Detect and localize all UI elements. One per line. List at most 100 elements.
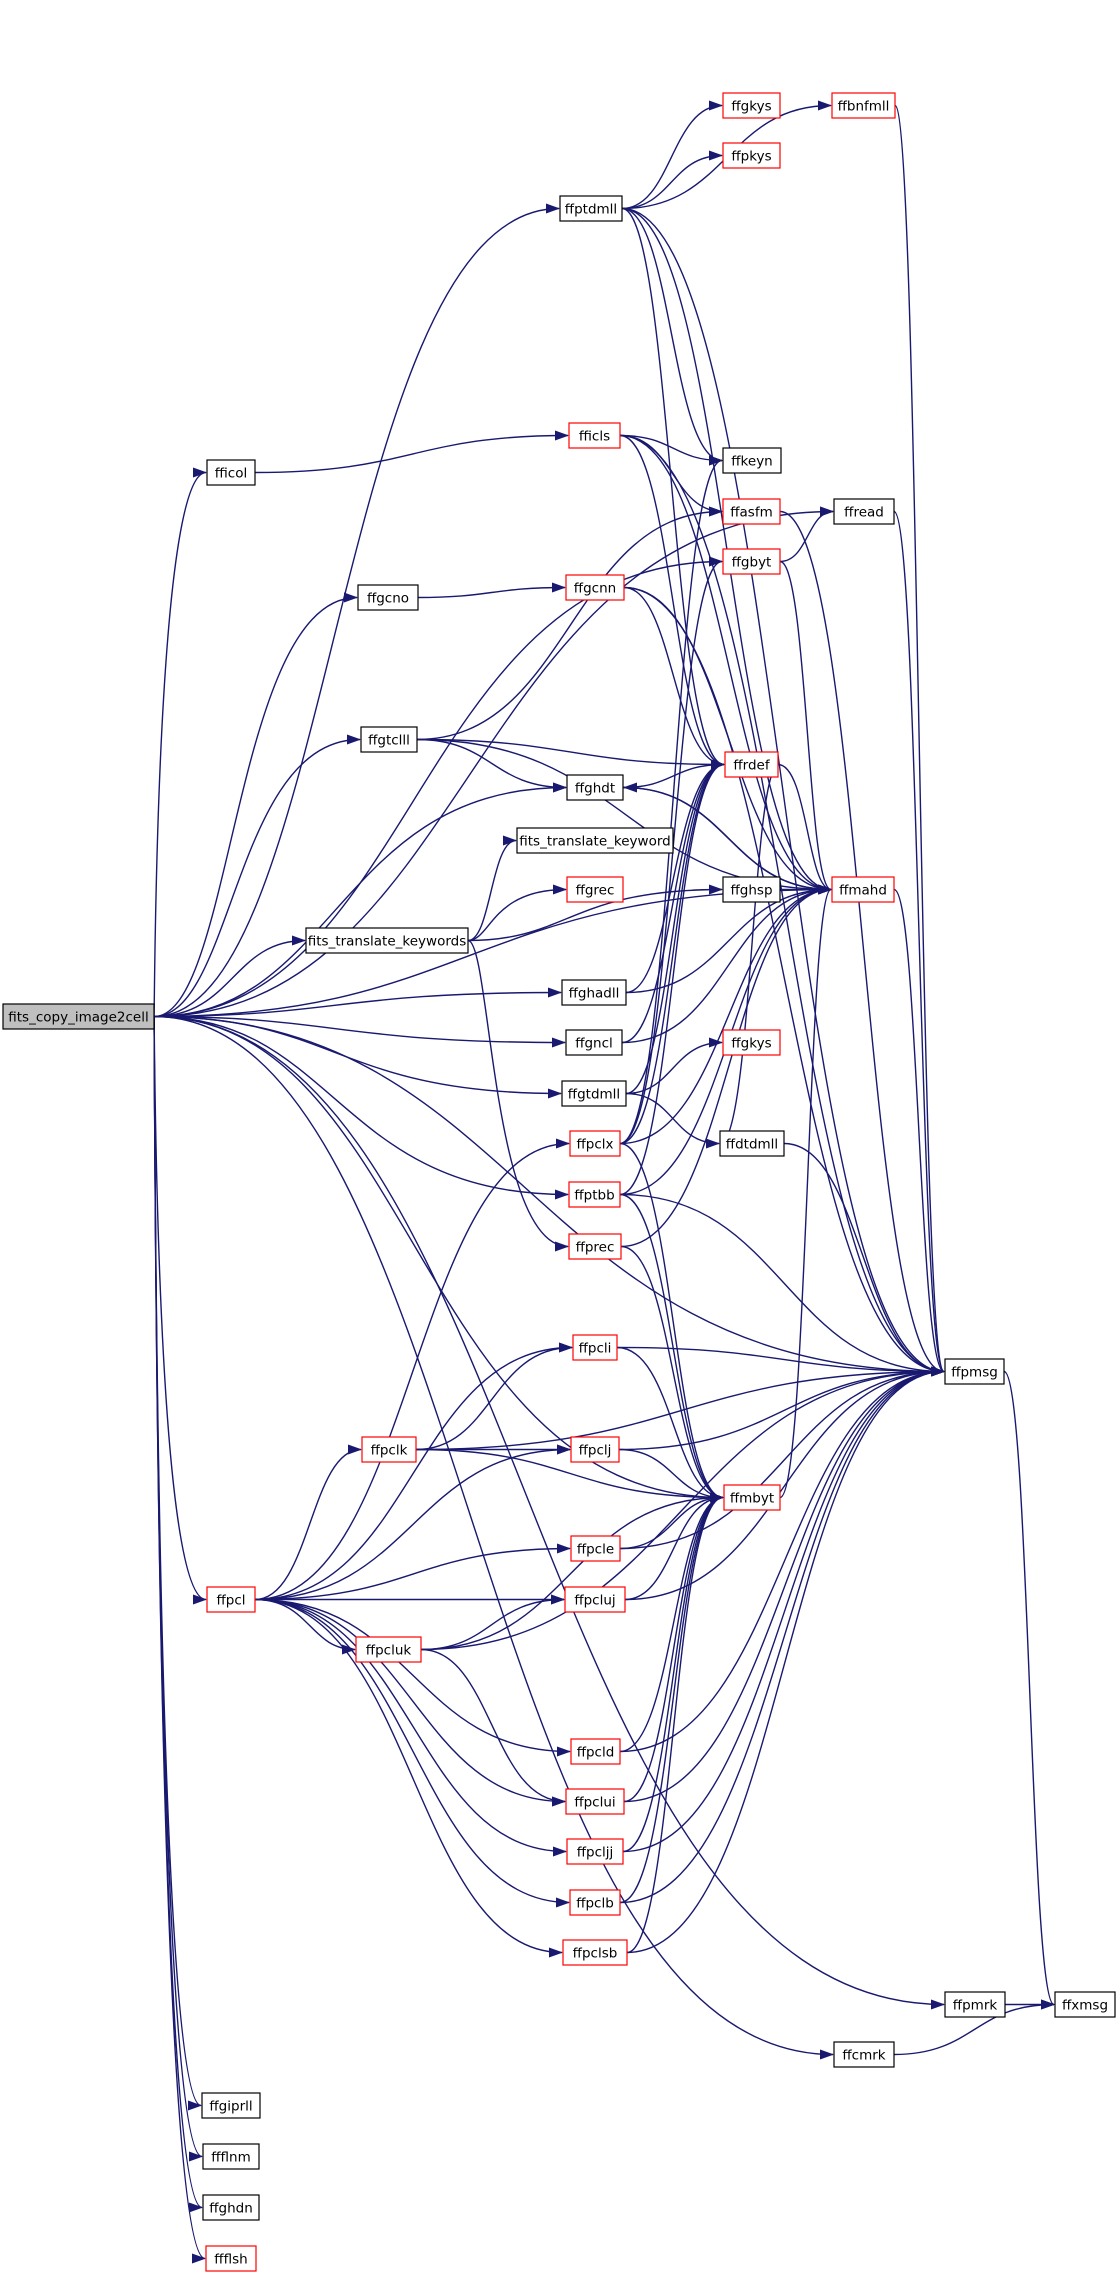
node-label: ffread <box>844 505 884 521</box>
edge-ffmahd-to-ffpmsg <box>893 888 945 1377</box>
edge-ffcmrk-to-ffxmsg <box>893 1999 1055 2056</box>
edge-fits_copy_image2cell-to-ffread <box>153 506 834 1018</box>
node-ffgcnn[interactable]: ffgcnn <box>565 574 625 601</box>
node-fficol[interactable]: fficol <box>206 459 256 486</box>
node-ffgcno[interactable]: ffgcno <box>357 584 419 611</box>
edge-ffpcl-to-ffpcle <box>254 1543 571 1601</box>
node-ffflnm[interactable]: ffflnm <box>202 2143 260 2170</box>
node-ffcmrk[interactable]: ffcmrk <box>833 2041 895 2068</box>
node-label: fits_copy_image2cell <box>8 1010 148 1026</box>
node-fits-translate-keywords[interactable]: fits_translate_keywords <box>305 927 469 954</box>
node-ffptbb[interactable]: ffptbb <box>568 1181 621 1208</box>
node-ffgncl[interactable]: ffgncl <box>565 1029 623 1056</box>
node-ffptdmll[interactable]: ffptdmll <box>559 195 623 222</box>
node-box <box>722 142 781 169</box>
node-box <box>570 1436 620 1463</box>
node-ffpcljj[interactable]: ffpcljj <box>566 1838 624 1865</box>
node-ffpcld[interactable]: ffpcld <box>570 1738 621 1765</box>
node-box <box>831 876 895 903</box>
node-label: ffptbb <box>574 1188 614 1204</box>
edge-fits_translate_keywords-to-ffprec <box>467 939 569 1252</box>
node-box <box>568 1233 622 1260</box>
node-box <box>205 2245 257 2272</box>
edge-ffmahd-to-ffghdt <box>623 782 833 891</box>
node-label: ffpclsb <box>573 1946 618 1962</box>
node-ffkeyn[interactable]: ffkeyn <box>722 447 782 474</box>
node-ffpclx[interactable]: ffpclx <box>569 1130 621 1157</box>
node-ffpclj[interactable]: ffpclj <box>570 1436 620 1463</box>
node-box <box>201 2092 261 2119</box>
node-label: ffpcle <box>577 1542 614 1558</box>
node-ffpclk[interactable]: ffpclk <box>361 1436 417 1463</box>
node-ffbnfmll[interactable]: ffbnfmll <box>831 92 896 119</box>
node-ffmahd[interactable]: ffmahd <box>831 876 895 903</box>
node-ffgrec[interactable]: ffgrec <box>566 876 624 903</box>
node-ffpclsb[interactable]: ffpclsb <box>562 1939 628 1966</box>
node-box <box>833 498 895 525</box>
node-box <box>562 1939 628 1966</box>
edge-ffpcl-to-ffpcli <box>254 1342 573 1601</box>
node-fits-copy-image2cell[interactable]: fits_copy_image2cell <box>2 1003 155 1030</box>
node-label: ffmbyt <box>730 1491 774 1507</box>
node-ffgbyt[interactable]: ffgbyt <box>722 548 781 575</box>
node-ffgtdmll[interactable]: ffgtdmll <box>561 1080 627 1107</box>
node-ffread[interactable]: ffread <box>833 498 895 525</box>
node-ffpcle[interactable]: ffpcle <box>570 1535 621 1562</box>
node-box <box>569 1130 621 1157</box>
node-label: ffpclj <box>579 1443 612 1459</box>
edge-ffgncl-to-ffmahd <box>621 884 832 1044</box>
node-box <box>357 584 419 611</box>
node-label: fficol <box>215 466 247 482</box>
node-ffdtdmll[interactable]: ffdtdmll <box>719 1130 785 1157</box>
node-box <box>724 751 779 778</box>
node-label: ffmahd <box>839 883 887 899</box>
edge-ffpcluj-to-ffmbyt <box>624 1492 724 1601</box>
node-label: ffflsh <box>214 2252 247 2268</box>
node-label: ffgcno <box>367 591 409 607</box>
node-ffpcl[interactable]: ffpcl <box>206 1586 256 1613</box>
node-label: ffgkys <box>731 99 771 115</box>
node-box <box>570 1535 621 1562</box>
node-box <box>722 447 782 474</box>
node-ffghadll[interactable]: ffghadll <box>561 979 627 1006</box>
node-ffxmsg[interactable]: ffxmsg <box>1054 1991 1116 2018</box>
node-ffghsp[interactable]: ffghsp <box>722 876 781 903</box>
node-ffpclb[interactable]: ffpclb <box>569 1889 621 1916</box>
node-box <box>570 1738 621 1765</box>
node-fficls[interactable]: fficls <box>568 422 621 449</box>
node-ffghdt[interactable]: ffghdt <box>566 774 624 801</box>
edge-ffpcld-to-ffmbyt <box>619 1492 724 1753</box>
node-ffgtclll[interactable]: ffgtclll <box>360 726 418 753</box>
edge-ffpcle-to-ffmbyt <box>619 1492 724 1550</box>
node-ffmbyt[interactable]: ffmbyt <box>723 1484 781 1511</box>
node-ffprec[interactable]: ffprec <box>568 1233 622 1260</box>
edge-fits_copy_image2cell-to-ffgtdmll <box>153 1015 562 1099</box>
node-label: ffprec <box>576 1240 615 1256</box>
node-ffasfm[interactable]: ffasfm <box>722 498 781 525</box>
node-label: ffpcl <box>216 1593 245 1609</box>
node-ffpmsg[interactable]: ffpmsg <box>944 1358 1005 1385</box>
edge-ffgtclll-to-ffasfm <box>416 506 723 741</box>
node-ffpcluj[interactable]: ffpcluj <box>564 1586 626 1613</box>
node-label: ffrdef <box>733 758 770 774</box>
node-ffpcluk[interactable]: ffpcluk <box>355 1636 422 1663</box>
edge-ffpclui-to-ffpmsg <box>623 1366 945 1803</box>
node-ffpmrk[interactable]: ffpmrk <box>944 1991 1006 2018</box>
edge-ffdtdmll-to-ffrdef <box>719 759 780 1145</box>
edge-fits_copy_image2cell-to-ffgncl <box>153 1015 566 1048</box>
edge-ffpcljj-to-ffmbyt <box>622 1492 724 1853</box>
node-ffghdn[interactable]: ffghdn <box>202 2194 260 2221</box>
node-ffgkys-mid[interactable]: ffgkys <box>722 1029 781 1056</box>
node-ffflsh[interactable]: ffflsh <box>205 2245 257 2272</box>
node-ffgkys-top[interactable]: ffgkys <box>722 92 781 119</box>
node-box <box>206 459 256 486</box>
edge-ffgncl-to-ffrdef <box>621 759 725 1044</box>
node-ffrdef[interactable]: ffrdef <box>724 751 779 778</box>
node-ffpclui[interactable]: ffpclui <box>565 1788 625 1815</box>
node-ffpcli[interactable]: ffpcli <box>572 1334 618 1361</box>
edge-fficls-to-ffkeyn <box>619 434 723 466</box>
node-label: fficls <box>579 429 610 445</box>
node-ffpkys[interactable]: ffpkys <box>722 142 781 169</box>
node-ffgiprll[interactable]: ffgiprll <box>201 2092 261 2119</box>
node-fits-translate-keyword[interactable]: fits_translate_keyword <box>516 827 674 854</box>
